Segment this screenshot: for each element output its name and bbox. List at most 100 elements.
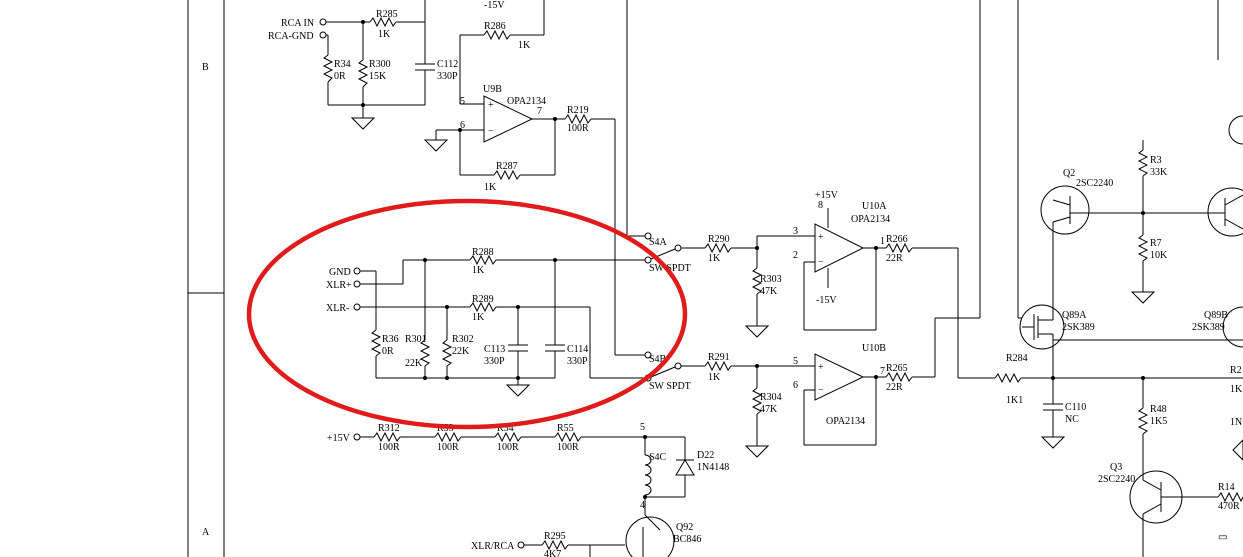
r3-value: 33K xyxy=(1150,167,1168,178)
c110-ref: C110 xyxy=(1065,402,1086,413)
gnd-label: GND xyxy=(329,267,351,278)
s4a-ref: S4A xyxy=(649,237,668,248)
r291-ref: R291 xyxy=(708,352,730,363)
transistor-q92 xyxy=(625,516,675,557)
switch-indicator-section: +15V R312 100R R53 100R R54 100R R55 100… xyxy=(327,422,729,557)
u9b-part: OPA2134 xyxy=(507,96,546,107)
pos15v-terminal xyxy=(353,433,361,441)
neg15v-top-label: -15V xyxy=(484,0,505,11)
u10b-pin5: 5 xyxy=(793,356,798,367)
resistor-r34 xyxy=(322,54,334,83)
transistor-q89b xyxy=(1222,306,1243,348)
resistor-r284 xyxy=(994,372,1022,384)
svg-text:+: + xyxy=(488,100,494,111)
r289-ref: R289 xyxy=(472,294,494,305)
r301-ref: R301 xyxy=(405,334,427,345)
c114-value: 330P xyxy=(567,356,588,367)
resistor-r288 xyxy=(469,254,497,266)
resistor-r219 xyxy=(564,113,592,125)
u9b-pin7: 7 xyxy=(537,106,542,117)
svg-text:−: − xyxy=(818,257,824,268)
opamp-u9b xyxy=(483,95,534,143)
relay-coil-s4c xyxy=(644,454,652,496)
r288-ref: R288 xyxy=(472,247,494,258)
r302-ref: R302 xyxy=(452,334,474,345)
xlr-rca-terminal xyxy=(517,541,525,549)
q2-ref: Q2 xyxy=(1063,168,1075,179)
s4a-common xyxy=(674,244,682,252)
svg-text:+: + xyxy=(818,362,824,373)
r300-value: 15K xyxy=(369,71,387,82)
resistor-r291 xyxy=(704,360,732,372)
resistor-r265 xyxy=(885,371,913,383)
r290-ref: R290 xyxy=(708,234,730,245)
q89b-ref: Q89B xyxy=(1204,310,1228,321)
r219-ref: R219 xyxy=(567,105,589,116)
resistor-r289 xyxy=(469,301,497,313)
q3-part: 2SC2240 xyxy=(1098,474,1135,485)
r7-value: 10K xyxy=(1150,250,1168,261)
c113-ref: C113 xyxy=(484,344,505,355)
r-edge-bottom-value: 1N xyxy=(1230,417,1242,428)
r-right-edge-value: 1K xyxy=(1230,384,1243,395)
opamp-u10b xyxy=(814,353,865,401)
c112-ref: C112 xyxy=(437,59,458,70)
r7-ref: R7 xyxy=(1150,238,1162,249)
r284-ref: R284 xyxy=(1006,353,1028,364)
s4b-type: SW SPDT xyxy=(649,381,691,392)
neg15v-label: -15V xyxy=(816,295,837,306)
pos15v-input-label: +15V xyxy=(327,433,351,444)
r295-ref: R295 xyxy=(544,531,566,542)
ground-symbol xyxy=(505,384,531,397)
d22-part: 1N4148 xyxy=(697,462,729,473)
q2-part: 2SC2240 xyxy=(1076,178,1113,189)
r14-ref: R14 xyxy=(1218,482,1235,493)
resistor-r300 xyxy=(357,59,369,88)
resistor-r302 xyxy=(441,339,453,367)
transistor-q2 xyxy=(1040,185,1090,235)
q89a-part: 2SK389 xyxy=(1062,322,1095,333)
q89b-part: 2SK389 xyxy=(1192,322,1225,333)
xlr-plus-terminal xyxy=(353,280,361,288)
r266-ref: R266 xyxy=(886,234,908,245)
r286-value: 1K xyxy=(518,40,531,51)
r290-value: 1K xyxy=(708,253,721,264)
resistor-r287 xyxy=(493,169,521,181)
transistor-q2-pair xyxy=(1207,187,1243,237)
resistor-r303 xyxy=(751,267,763,295)
c113-value: 330P xyxy=(484,356,505,367)
s4a-type: SW SPDT xyxy=(649,263,691,274)
r302-value: 22K xyxy=(452,346,470,357)
resistor-r54 xyxy=(494,431,522,443)
s4a-contact xyxy=(644,232,652,240)
resistor-r55 xyxy=(554,431,582,443)
resistor-r14 xyxy=(1217,491,1243,503)
output-section: R284 1K1 C110 NC Q89A 2SK389 Q2 2SC2240 xyxy=(958,0,1243,557)
ground-symbol xyxy=(423,139,449,152)
rca-in-terminal xyxy=(319,18,327,26)
resistor-r286 xyxy=(483,29,511,41)
u9b-ref: U9B xyxy=(483,84,502,95)
svg-text:−: − xyxy=(488,126,494,137)
u10a-part: OPA2134 xyxy=(851,214,890,225)
svg-text:−: − xyxy=(818,385,824,396)
svg-text:▭: ▭ xyxy=(1218,532,1227,543)
ground-symbol xyxy=(744,445,770,458)
q89a-ref: Q89A xyxy=(1062,310,1087,321)
u10b-part: OPA2134 xyxy=(826,416,865,427)
r3-ref: R3 xyxy=(1150,155,1162,166)
r265-value: 22R xyxy=(886,382,903,393)
pos15v-label: +15V xyxy=(815,190,839,201)
resistor-r285 xyxy=(369,16,397,28)
resistor-r312 xyxy=(373,431,401,443)
u9b-pin5: 5 xyxy=(460,96,465,107)
r36-value: 0R xyxy=(382,346,394,357)
opamp-u10a xyxy=(814,223,865,273)
ground-symbol xyxy=(1130,291,1156,304)
r312-value: 100R xyxy=(378,442,400,453)
r55-ref: R55 xyxy=(557,423,574,434)
r48-ref: R48 xyxy=(1150,404,1167,415)
resistor-r290 xyxy=(704,242,732,254)
r304-value: 47K xyxy=(760,404,778,415)
xlr-minus-label: XLR- xyxy=(326,303,349,314)
